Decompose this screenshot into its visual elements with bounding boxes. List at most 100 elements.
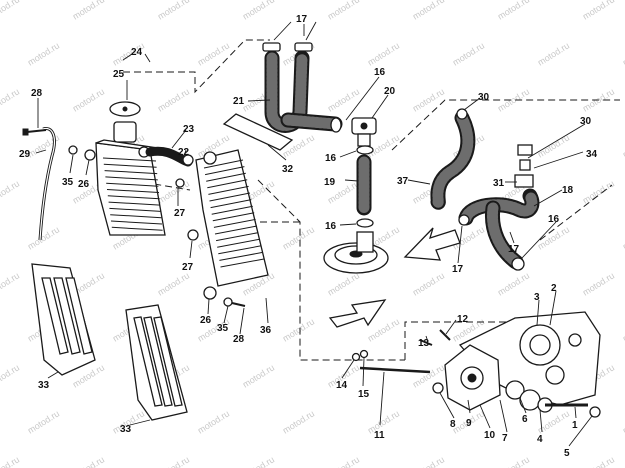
watermark-text: motod.ru bbox=[411, 0, 446, 22]
washer-14 bbox=[351, 352, 361, 362]
watermark-text: motod.ru bbox=[156, 0, 191, 22]
callout-3: 3 bbox=[534, 292, 540, 303]
callout-16-mid: 16 bbox=[325, 153, 337, 164]
callout-11: 11 bbox=[374, 430, 385, 441]
guard-slot bbox=[41, 277, 69, 355]
guide-line-right bbox=[539, 184, 613, 241]
watermark-text: motod.ru bbox=[411, 454, 446, 468]
grommet-35-left bbox=[68, 145, 78, 155]
bolt-28-lower bbox=[231, 302, 246, 307]
clamp-17-hose bbox=[458, 214, 470, 226]
right-radiator-fins bbox=[203, 159, 265, 268]
clamp-17-left bbox=[262, 42, 281, 52]
fin bbox=[105, 176, 158, 181]
washer-26-left bbox=[84, 149, 96, 161]
callout-35-right: 35 bbox=[217, 323, 229, 334]
right-radiator bbox=[187, 149, 269, 307]
fin bbox=[111, 226, 163, 231]
callout-25: 25 bbox=[113, 69, 125, 80]
callout-9: 9 bbox=[466, 418, 472, 429]
watermark-text: motod.ru bbox=[621, 224, 625, 251]
callout-numbers: 17 24 25 28 29 35 26 27 27 23 22 21 32 1… bbox=[19, 14, 598, 459]
callout-28-lower: 28 bbox=[233, 334, 245, 345]
guard-slot bbox=[133, 316, 163, 407]
guard-slot bbox=[153, 316, 183, 407]
watermark-text: motod.ru bbox=[581, 270, 616, 297]
watermark-text: motod.ru bbox=[71, 454, 106, 468]
callout-19: 19 bbox=[324, 177, 336, 188]
watermark-text: motod.ru bbox=[581, 454, 616, 468]
watermark-text: motod.ru bbox=[621, 132, 625, 159]
watermark-text: motod.ru bbox=[536, 132, 571, 159]
watermark-text: motod.ru bbox=[496, 86, 531, 113]
pump-bolt-11 bbox=[359, 366, 431, 374]
fin bbox=[205, 166, 245, 176]
fin bbox=[106, 189, 160, 193]
grommet-35-right bbox=[223, 297, 233, 307]
watermark-text: motod.ru bbox=[26, 224, 61, 251]
leader-lines bbox=[35, 21, 593, 447]
callout-2: 2 bbox=[551, 283, 557, 294]
callout-23: 23 bbox=[183, 124, 195, 135]
callout-17-right: 17 bbox=[508, 244, 520, 255]
fin bbox=[109, 207, 161, 212]
screw-13 bbox=[419, 339, 433, 346]
watermark-text: motod.ru bbox=[281, 224, 316, 251]
callout-26-right: 26 bbox=[200, 315, 212, 326]
overflow-tube-inner bbox=[39, 127, 55, 241]
watermark-text: motod.ru bbox=[156, 454, 191, 468]
fin bbox=[103, 163, 157, 168]
watermark-text: motod.ru bbox=[451, 40, 486, 67]
watermark-text: motod.ru bbox=[281, 316, 316, 343]
callout-30-right: 30 bbox=[580, 116, 592, 127]
watermark-text: motod.ru bbox=[281, 132, 316, 159]
radiator-guard-left bbox=[31, 263, 96, 376]
washer-26-right bbox=[203, 286, 217, 300]
callout-17-top: 17 bbox=[296, 14, 308, 25]
fin bbox=[104, 170, 158, 175]
watermark-text: motod.ru bbox=[156, 178, 191, 205]
pump-gasket-8 bbox=[432, 382, 444, 394]
clamp-16-low bbox=[356, 218, 374, 228]
guard-slot bbox=[143, 316, 173, 407]
watermark-text: motod.ru bbox=[326, 270, 361, 297]
clamp-22 bbox=[182, 154, 194, 166]
callout-34: 34 bbox=[586, 149, 598, 160]
hose-18-branch-texture bbox=[486, 202, 522, 268]
fin bbox=[217, 238, 260, 248]
bushing-27-upper bbox=[175, 178, 185, 188]
fin bbox=[108, 201, 161, 206]
callout-20: 20 bbox=[384, 86, 396, 97]
callout-31: 31 bbox=[493, 178, 505, 189]
watermark-text: motod.ru bbox=[581, 178, 616, 205]
callout-36: 36 bbox=[260, 325, 272, 336]
callout-7: 7 bbox=[502, 433, 508, 444]
callout-29: 29 bbox=[19, 149, 31, 160]
watermark-text: motod.ru bbox=[326, 86, 361, 113]
callout-18: 18 bbox=[562, 185, 574, 196]
watermark-text: motod.ru bbox=[496, 454, 531, 468]
callout-28-upper: 28 bbox=[31, 88, 43, 99]
right-radiator-body bbox=[195, 149, 269, 287]
guard-slot bbox=[65, 277, 93, 355]
washer-5 bbox=[589, 406, 601, 418]
callout-12: 12 bbox=[457, 314, 469, 325]
hose-37-texture bbox=[432, 112, 474, 208]
callout-10: 10 bbox=[484, 430, 496, 441]
callout-16-right: 16 bbox=[548, 214, 560, 225]
callout-21: 21 bbox=[233, 96, 245, 107]
callout-27-lower: 27 bbox=[182, 262, 194, 273]
left-radiator-fins bbox=[102, 157, 163, 231]
fin bbox=[207, 179, 248, 189]
radiator-sticker bbox=[222, 113, 294, 151]
watermark-text: motod.ru bbox=[621, 40, 625, 67]
fin bbox=[213, 218, 256, 228]
cylinder-head bbox=[323, 231, 389, 274]
watermark-text: motod.ru bbox=[71, 0, 106, 22]
fin bbox=[210, 199, 252, 209]
callout-4: 4 bbox=[537, 434, 543, 445]
callout-14: 14 bbox=[336, 380, 348, 391]
water-pump bbox=[432, 344, 501, 411]
main-u-hose-branch-texture bbox=[282, 114, 341, 130]
guard-slot bbox=[53, 277, 81, 355]
